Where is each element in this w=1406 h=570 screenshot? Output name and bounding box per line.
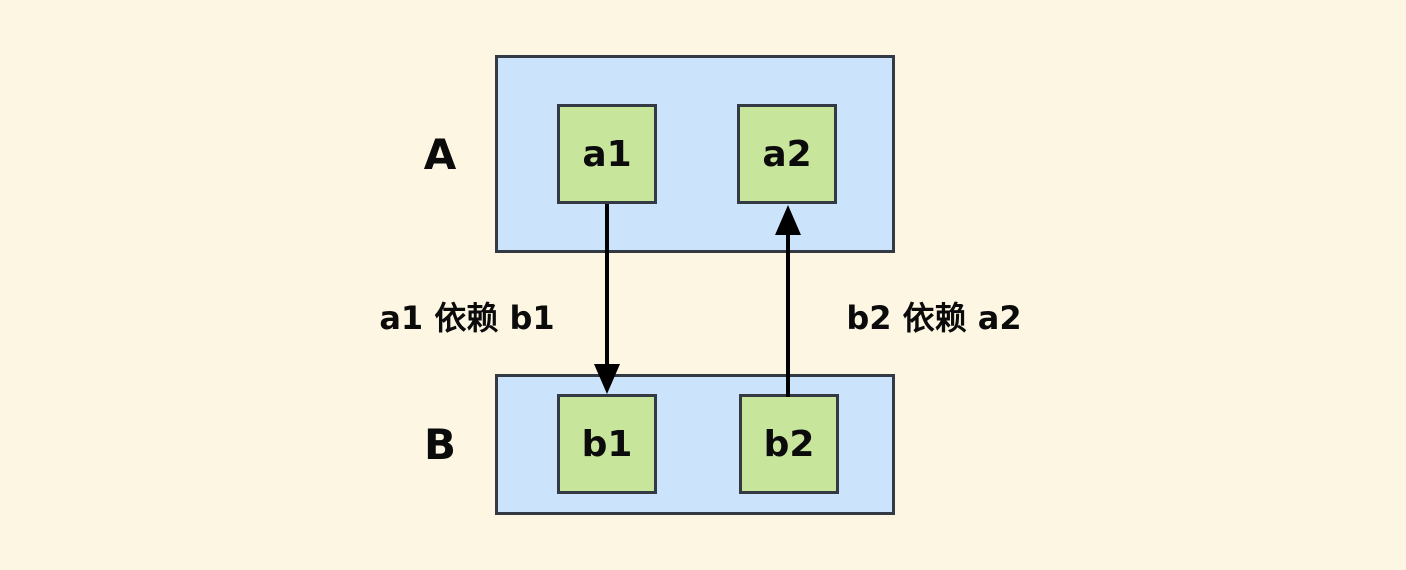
group-b-label: B [423, 420, 456, 469]
node-a1: a1 [557, 104, 657, 204]
node-a2: a2 [737, 104, 837, 204]
group-a-label: A [423, 130, 457, 179]
edge-label-a1-depends-b1: a1 依赖 b1 [379, 299, 555, 337]
node-b2: b2 [739, 394, 839, 494]
edge-label-b2-depends-a2: b2 依赖 a2 [846, 299, 1022, 337]
node-b1: b1 [557, 394, 657, 494]
